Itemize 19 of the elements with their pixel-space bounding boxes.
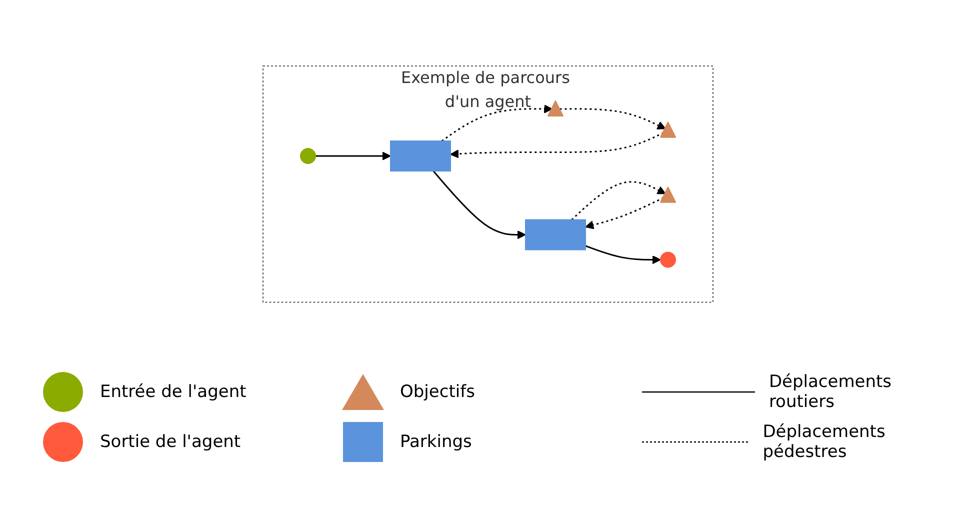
legend-label: Déplacements pédestres: [762, 422, 886, 462]
arrow: [316, 151, 391, 160]
arrow: [432, 170, 526, 240]
arrow: [450, 132, 664, 158]
node-box: [390, 140, 451, 172]
node-box: [525, 219, 586, 250]
legend-label: Objectifs: [400, 382, 475, 402]
legend-label: Sortie de l'agent: [100, 432, 241, 452]
arrow: [571, 181, 666, 220]
legend-label: Entrée de l'agent: [100, 382, 246, 402]
legend-label: Parkings: [400, 432, 472, 452]
arrow: [560, 108, 666, 130]
arrow: [585, 245, 661, 264]
legend-label: Déplacements routiers: [768, 372, 893, 412]
cluster: Exemple de parcours d'un agent: [262, 65, 714, 303]
arrow: [585, 196, 664, 230]
arrow: [441, 104, 553, 142]
node-circle: [300, 148, 316, 164]
node-circle: [660, 252, 676, 268]
